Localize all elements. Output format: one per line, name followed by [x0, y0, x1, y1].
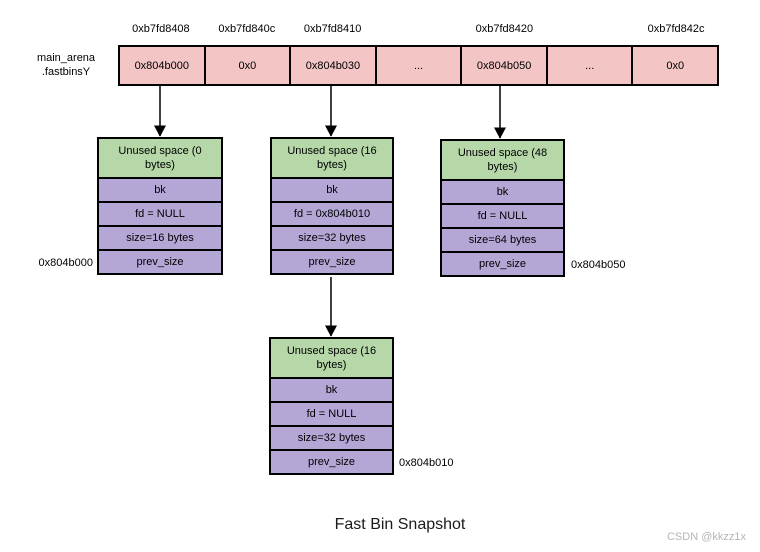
diagram-title: Fast Bin Snapshot — [334, 516, 466, 533]
chunk-address-label: 0x804b050 — [571, 259, 626, 271]
watermark: CSDN @kkzz1x — [666, 531, 746, 543]
fastbin-array: 0x804b000 0x0 0x804b030 ... 0x804b050 ..… — [118, 45, 719, 86]
chunk-0x804b000: Unused space (0 bytes) bk fd = NULL size… — [97, 137, 223, 275]
chunk-unused-space: Unused space (0 bytes) — [99, 139, 221, 179]
address-label — [547, 23, 633, 35]
chunk-field-bk: bk — [271, 379, 392, 403]
chunk-field-bk: bk — [442, 181, 563, 205]
chunk-field-bk: bk — [99, 179, 221, 203]
chunk-address-label: 0x804b000 — [38, 257, 93, 269]
chunk-unused-space: Unused space (48 bytes) — [442, 141, 563, 181]
address-label — [376, 23, 462, 35]
chunk-0x804b050: Unused space (48 bytes) bk fd = NULL siz… — [440, 139, 565, 277]
chunk-field-fd: fd = 0x804b010 — [272, 203, 392, 227]
address-labels-row: 0xb7fd8408 0xb7fd840c 0xb7fd8410 0xb7fd8… — [118, 23, 719, 35]
address-label: 0xb7fd8408 — [132, 23, 190, 35]
chunk-field-prev-size: prev_size — [307, 456, 356, 468]
arena-label-line2: .fastbinsY — [41, 66, 91, 79]
chunk-field-prev-size: prev_size — [308, 256, 356, 268]
fastbin-cell: 0x804b030 — [291, 47, 377, 84]
address-label: 0xb7fd840c — [218, 23, 276, 35]
arena-label: main_arena .fastbinsY — [22, 51, 110, 80]
chunk-field-prev-size: prev_size — [136, 256, 184, 268]
fastbin-cell: 0x0 — [206, 47, 292, 84]
chunk-unused-space: Unused space (16 bytes) — [272, 139, 392, 179]
address-label: 0xb7fd8410 — [303, 23, 362, 35]
chunk-field-size: size=16 bytes — [99, 227, 221, 251]
chunk-field-size: size=32 bytes — [271, 427, 392, 451]
chunk-field-fd: fd = NULL — [442, 205, 563, 229]
chunk-field-fd: fd = NULL — [271, 403, 392, 427]
address-label: 0xb7fd8420 — [475, 23, 534, 35]
fastbin-cell: 0x0 — [666, 59, 685, 72]
chunk-field-bk: bk — [272, 179, 392, 203]
address-label: 0xb7fd842c — [647, 23, 705, 35]
fastbin-cell: ... — [548, 47, 634, 84]
chunk-0x804b010: Unused space (16 bytes) bk fd = NULL siz… — [269, 337, 394, 475]
chunk-0x804b030: Unused space (16 bytes) bk fd = 0x804b01… — [270, 137, 394, 275]
chunk-address-label: 0x804b010 — [399, 457, 454, 469]
chunk-field-size: size=64 bytes — [442, 229, 563, 253]
chunk-field-size: size=32 bytes — [272, 227, 392, 251]
fastbin-cell: 0x804b050 — [462, 47, 548, 84]
arena-label-line1: main_arena — [36, 52, 96, 64]
chunk-field-prev-size: prev_size — [478, 258, 527, 270]
chunk-unused-space: Unused space (16 bytes) — [271, 339, 392, 379]
fastbin-cell: 0x804b000 — [120, 47, 206, 84]
fastbin-cell: ... — [377, 47, 463, 84]
chunk-field-fd: fd = NULL — [99, 203, 221, 227]
